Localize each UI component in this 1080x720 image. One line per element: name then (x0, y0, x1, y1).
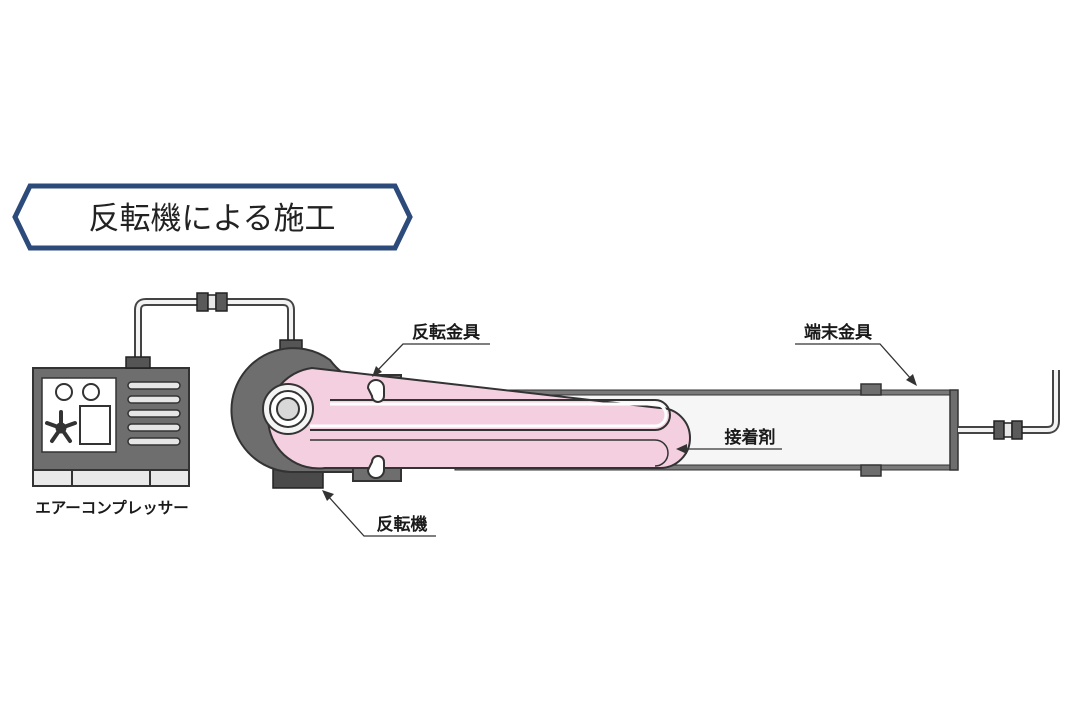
arrowhead-end-fitting (906, 374, 917, 386)
label-end-fitting: 端末金具 (804, 322, 872, 343)
end-fitting-top (860, 383, 882, 396)
leader-reversing-fitting (375, 343, 490, 373)
end-fitting-bottom (860, 464, 882, 477)
vent-slots (127, 381, 181, 446)
display-window (79, 405, 111, 445)
reversing-fitting-hooks (366, 379, 385, 479)
title-frame (12, 183, 413, 251)
arrowhead-adhesive (676, 444, 687, 454)
pressure-gauge-icon (82, 383, 100, 401)
leader-end-fitting (795, 343, 913, 381)
compressor-cap (125, 356, 151, 369)
hose-coupler (196, 292, 228, 312)
label-reversing-fitting: 反転金具 (412, 322, 480, 343)
liner (262, 366, 691, 470)
leader-reversing-machine (327, 495, 436, 537)
arrowhead-reversing-machine (322, 490, 334, 501)
compressor-base (32, 469, 190, 487)
page-title: 反転機による施工 (88, 201, 335, 237)
arrowheads (322, 366, 917, 501)
pressure-gauge-icon (55, 383, 73, 401)
label-adhesive: 接着剤 (725, 427, 776, 448)
outlet-coupler (993, 420, 1023, 440)
fan-icon (45, 410, 77, 443)
arrowhead-reversing-fitting (372, 366, 382, 377)
label-air-compressor: エアーコンプレッサー (35, 498, 189, 517)
air-hose (134, 292, 295, 360)
outlet-hose (958, 370, 1060, 440)
title-banner: 反転機による施工 (12, 183, 413, 251)
label-reversing-machine: 反転機 (377, 514, 428, 535)
end-cap (949, 389, 959, 471)
air-compressor (32, 356, 190, 487)
leader-lines (327, 343, 913, 537)
